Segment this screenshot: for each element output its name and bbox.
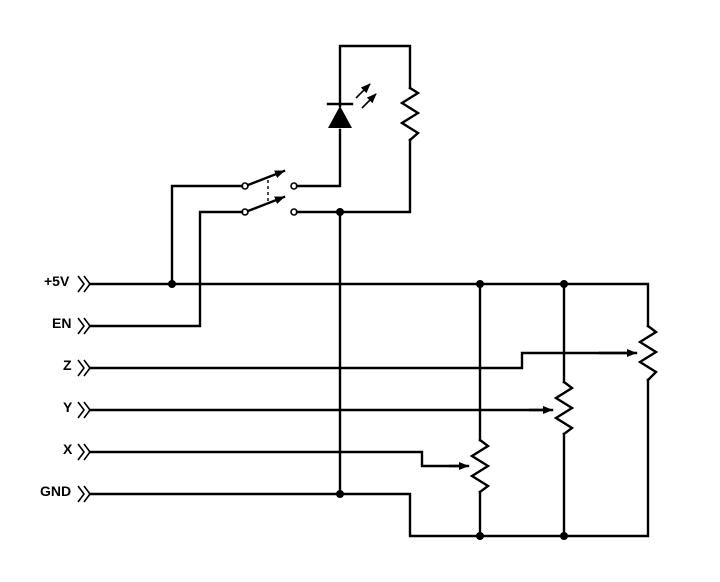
connector-labels: +5V EN Z Y X GND bbox=[40, 273, 73, 499]
junction-dot bbox=[476, 280, 484, 288]
label-5v: +5V bbox=[44, 273, 70, 289]
signal-wires bbox=[88, 210, 650, 538]
led-icon bbox=[326, 83, 377, 128]
junction-dot bbox=[336, 208, 344, 216]
label-y: Y bbox=[63, 399, 73, 415]
wire-gnd bbox=[88, 378, 650, 538]
potentiometer-z-icon bbox=[637, 324, 659, 382]
potentiometer-y-icon bbox=[553, 380, 575, 436]
wire-z bbox=[88, 351, 630, 370]
junction-dot bbox=[560, 532, 568, 540]
chevron-icon bbox=[77, 359, 91, 377]
chevron-icon bbox=[77, 485, 91, 503]
dpst-switch-icon bbox=[241, 169, 298, 216]
potentiometer-x-icon bbox=[469, 438, 491, 494]
label-z: Z bbox=[63, 357, 72, 373]
chevron-icon bbox=[77, 317, 91, 335]
label-gnd: GND bbox=[40, 483, 71, 499]
wire-x bbox=[88, 450, 462, 468]
switch-section bbox=[170, 128, 412, 496]
resistor-icon bbox=[399, 86, 421, 142]
junction-dot bbox=[336, 490, 344, 498]
chevron-icon bbox=[77, 275, 91, 293]
chevron-icon bbox=[77, 401, 91, 419]
wire-5v bbox=[88, 282, 650, 328]
wire-en bbox=[88, 210, 244, 328]
label-en: EN bbox=[52, 315, 71, 331]
wire-5v-to-switch bbox=[170, 184, 244, 286]
wire-led-top bbox=[338, 44, 412, 106]
junction-dot bbox=[560, 280, 568, 288]
chevron-icon bbox=[77, 443, 91, 461]
junctions bbox=[168, 208, 568, 540]
connector-chevrons bbox=[77, 275, 91, 503]
wire-switch-to-led bbox=[295, 128, 342, 188]
junction-dot bbox=[476, 532, 484, 540]
junction-dot bbox=[168, 280, 176, 288]
potentiometers bbox=[469, 282, 659, 538]
wire-switch-to-gnd bbox=[295, 138, 412, 214]
wiper-arrows bbox=[448, 349, 638, 470]
led-loop bbox=[326, 44, 421, 142]
label-x: X bbox=[63, 441, 73, 457]
